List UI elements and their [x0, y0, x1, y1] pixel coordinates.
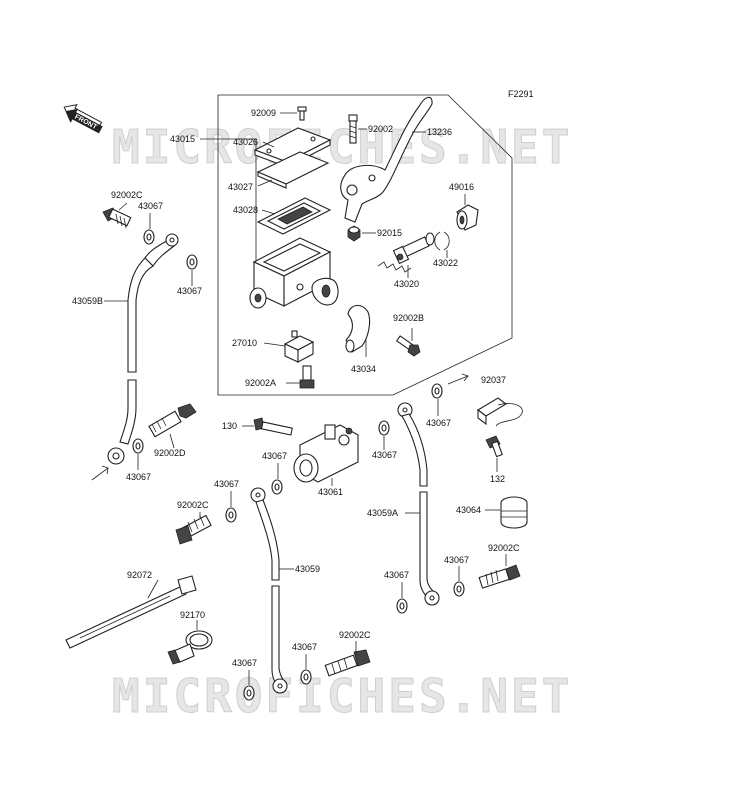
bolt-92002B [395, 335, 421, 357]
label-92002C-d: 92002C [339, 630, 371, 640]
label-92015: 92015 [377, 228, 402, 238]
label-92170: 92170 [180, 610, 205, 620]
washer-43067-i [225, 507, 237, 523]
label-43067-e: 43067 [372, 450, 397, 460]
screw-92009 [297, 106, 307, 121]
label-43067-b: 43067 [177, 286, 202, 296]
washer-43067-g [453, 581, 465, 597]
label-43020: 43020 [394, 279, 419, 289]
washer-43067-e [378, 420, 390, 436]
nut-92015 [347, 225, 361, 242]
label-43028: 43028 [233, 205, 258, 215]
front-arrow-icon: FRONT [63, 104, 103, 134]
label-92002B: 92002B [393, 313, 424, 323]
label-92002-top: 92002 [368, 124, 393, 134]
washer-43067-j [243, 685, 255, 701]
watermark-top: MICROFICHES.NET [112, 120, 572, 174]
washer-43067-c [132, 438, 144, 454]
label-43067-c: 43067 [126, 472, 151, 482]
label-43067-j: 43067 [232, 658, 257, 668]
label-92002C-a: 92002C [111, 190, 143, 200]
label-13236: 13236 [427, 127, 452, 137]
clamp-43034 [345, 304, 371, 353]
label-92009: 92009 [251, 108, 276, 118]
master-cylinder-body [249, 237, 339, 309]
label-43067-a: 43067 [138, 201, 163, 211]
label-43064: 43064 [456, 505, 481, 515]
banjo-bolt-92002C-right [478, 564, 521, 589]
label-49016: 49016 [449, 182, 474, 192]
washer-43067-d [271, 479, 283, 495]
washer-43067-b [186, 254, 198, 270]
banjo-bolt-92002C-mid [175, 514, 212, 545]
label-43026: 43026 [233, 137, 258, 147]
washer-43067-f [431, 383, 443, 399]
label-43059B: 43059B [72, 296, 103, 306]
bolt-92002-top [348, 114, 358, 144]
banjo-bolt-92002D [148, 403, 197, 438]
hose-joint-43061 [293, 424, 359, 483]
label-92002D: 92002D [154, 448, 186, 458]
brake-lever-13236 [340, 96, 433, 223]
label-132: 132 [490, 474, 505, 484]
washer-43067-h [396, 598, 408, 614]
label-43015: 43015 [170, 134, 195, 144]
brake-hose-43059B [107, 233, 179, 465]
circlip-43022 [434, 231, 450, 251]
label-43027: 43027 [228, 182, 253, 192]
label-43059: 43059 [295, 564, 320, 574]
label-92002A: 92002A [245, 378, 276, 388]
clamp-bracket-92037 [477, 397, 523, 427]
bolt-92002C-left [102, 207, 132, 229]
brake-switch-27010 [283, 330, 315, 363]
piston-spring-43020 [377, 232, 435, 273]
bolt-130 [253, 417, 293, 436]
label-92002C-c: 92002C [177, 500, 209, 510]
brake-hose-43059A [397, 402, 440, 606]
label-92002C-b: 92002C [488, 543, 520, 553]
brake-hose-43059 [250, 487, 288, 694]
label-43067-i: 43067 [214, 479, 239, 489]
washer-43067-a [143, 229, 155, 245]
screw-92002A [299, 365, 315, 389]
label-43067-g: 43067 [444, 555, 469, 565]
bolt-132 [485, 435, 503, 458]
label-92037: 92037 [481, 375, 506, 385]
label-43022: 43022 [433, 258, 458, 268]
label-43059A: 43059A [367, 508, 398, 518]
label-43034: 43034 [351, 364, 376, 374]
grommet-43064 [500, 496, 528, 529]
cable-tie-92072 [65, 575, 197, 649]
dust-boot-49016 [456, 204, 479, 231]
label-43067-k: 43067 [292, 642, 317, 652]
watermark-bottom: MICROFICHES.NET [112, 669, 572, 723]
diaphragm-43028 [256, 197, 332, 235]
label-130: 130 [222, 421, 237, 431]
banjo-bolt-92002C-bottom [324, 649, 371, 677]
label-43067-h: 43067 [384, 570, 409, 580]
label-43061: 43061 [318, 487, 343, 497]
assembly-boundary [217, 94, 513, 396]
label-27010: 27010 [232, 338, 257, 348]
label-92072: 92072 [127, 570, 152, 580]
label-43067-f: 43067 [426, 418, 451, 428]
figure-code: F2291 [508, 89, 534, 99]
washer-43067-k [300, 669, 312, 685]
hose-clamp-92170 [167, 630, 213, 665]
label-43067-d: 43067 [262, 451, 287, 461]
